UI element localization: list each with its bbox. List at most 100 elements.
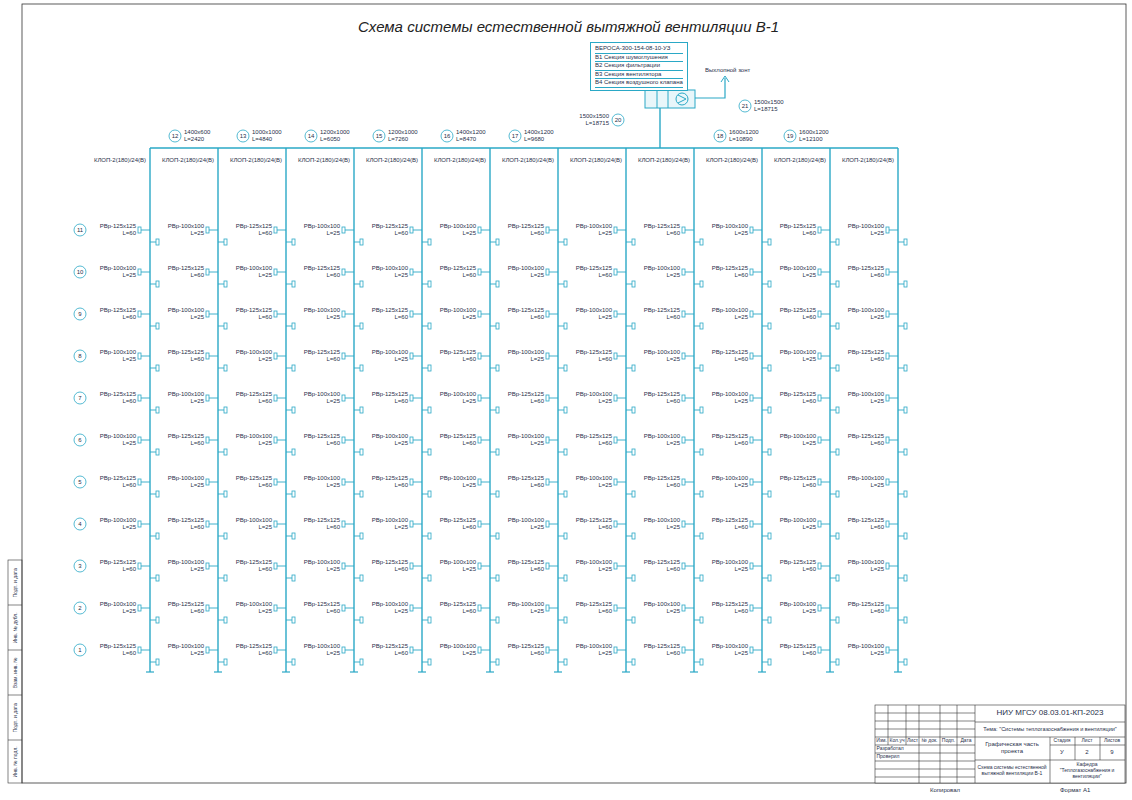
grille-symbol [564,449,567,455]
grille-symbol [224,449,227,455]
grille-symbol [682,227,685,233]
branch-duct [345,230,354,231]
sheet-note: Формат А1 [1060,787,1090,794]
valve-label: КЛОП-2(180)/24(В) [230,157,282,164]
branch-duct [626,620,632,621]
branch-duct [889,482,898,483]
branch-duct [898,452,904,453]
grille-label: РВр-125х125 L=60 [160,265,204,279]
callout-number: 13 [240,133,247,140]
grille-symbol [564,407,567,413]
branch-duct [413,650,422,651]
branch-duct [481,230,490,231]
branch-duct [694,620,700,621]
branch-duct [889,356,898,357]
callout-number: 18 [717,133,724,140]
grille-label: РВр-125х125 L=60 [772,643,816,657]
grille-symbol [428,575,431,581]
grille-label: РВр-100х100 L=25 [772,349,816,363]
grille-symbol [138,521,141,527]
grille-symbol [904,575,907,581]
callout-number: 21 [742,103,749,110]
grille-symbol [292,407,295,413]
callout-number: 5 [78,479,81,486]
grille-symbol [224,491,227,497]
branch-duct [218,410,224,411]
branch-duct [277,356,286,357]
sheet-frame [22,4,1126,783]
unit-section [657,90,658,108]
branch-duct [626,494,632,495]
valve-label: КЛОП-2(180)/24(В) [434,157,486,164]
fan-symbol [676,93,688,105]
branch-duct [685,524,694,525]
unit-section-note: В3 Секция вентилятора [595,71,683,80]
grille-symbol [614,227,617,233]
grille-symbol [360,323,363,329]
branch-duct [490,536,496,537]
grille-label: РВр-125х125 L=60 [840,265,884,279]
grille-label: РВр-100х100 L=25 [840,559,884,573]
branch-duct [286,242,292,243]
branch-duct [549,650,558,651]
branch-duct [209,230,218,231]
grille-symbol [428,281,431,287]
grille-symbol [750,647,753,653]
grille-symbol [768,365,771,371]
valve-label: КЛОП-2(180)/24(В) [706,157,758,164]
branch-duct [209,440,218,441]
grille-symbol [836,323,839,329]
grid-line [1050,745,1125,746]
grille-label: РВр-125х125 L=60 [704,601,748,615]
branch-duct [821,524,830,525]
grille-symbol [274,395,277,401]
exhaust-hood [721,76,729,82]
grille-label: РВр-125х125 L=60 [296,265,340,279]
riser-cap [554,671,562,672]
grille-symbol [156,617,159,623]
grille-label: РВр-125х125 L=60 [364,223,408,237]
grille-symbol [836,281,839,287]
grille-symbol [564,491,567,497]
grille-symbol [614,269,617,275]
grille-symbol [818,311,821,317]
grille-symbol [156,239,159,245]
grille-symbol [410,479,413,485]
grille-symbol [750,479,753,485]
title-block-cell: Кол.уч [890,738,905,744]
grille-symbol [886,395,889,401]
grille-symbol [410,353,413,359]
branch-duct [762,284,768,285]
grille-symbol [546,605,549,611]
branch-duct [549,272,558,273]
branch-duct [422,578,428,579]
callout-number: 9 [78,311,81,318]
grille-label: РВр-125х125 L=60 [432,349,476,363]
branch-duct [354,284,360,285]
grille-symbol [682,479,685,485]
grille-symbol [478,605,481,611]
callout-circle [305,130,317,142]
grille-label: РВр-100х100 L=25 [568,307,612,321]
callout-number: 6 [78,437,81,444]
grille-label: РВр-125х125 L=60 [228,643,272,657]
grille-label: РВр-100х100 L=25 [228,265,272,279]
grille-label: РВр-125х125 L=60 [772,391,816,405]
grille-label: РВр-100х100 L=25 [296,475,340,489]
branch-duct [286,536,292,537]
branch-duct [413,482,422,483]
title-block-cell: НИУ МГСУ 08.03.01-КП-2023 [997,708,1104,717]
grille-symbol [750,437,753,443]
branch-duct [490,578,496,579]
branch-duct [898,284,904,285]
branch-duct [549,398,558,399]
callout-number: 12 [172,133,179,140]
branch-duct [286,578,292,579]
grille-symbol [342,437,345,443]
branch-duct [617,608,626,609]
grille-label: РВр-125х125 L=60 [92,475,136,489]
grille-symbol [682,353,685,359]
grille-symbol [360,575,363,581]
branch-duct [490,620,496,621]
grid-line [875,729,975,730]
